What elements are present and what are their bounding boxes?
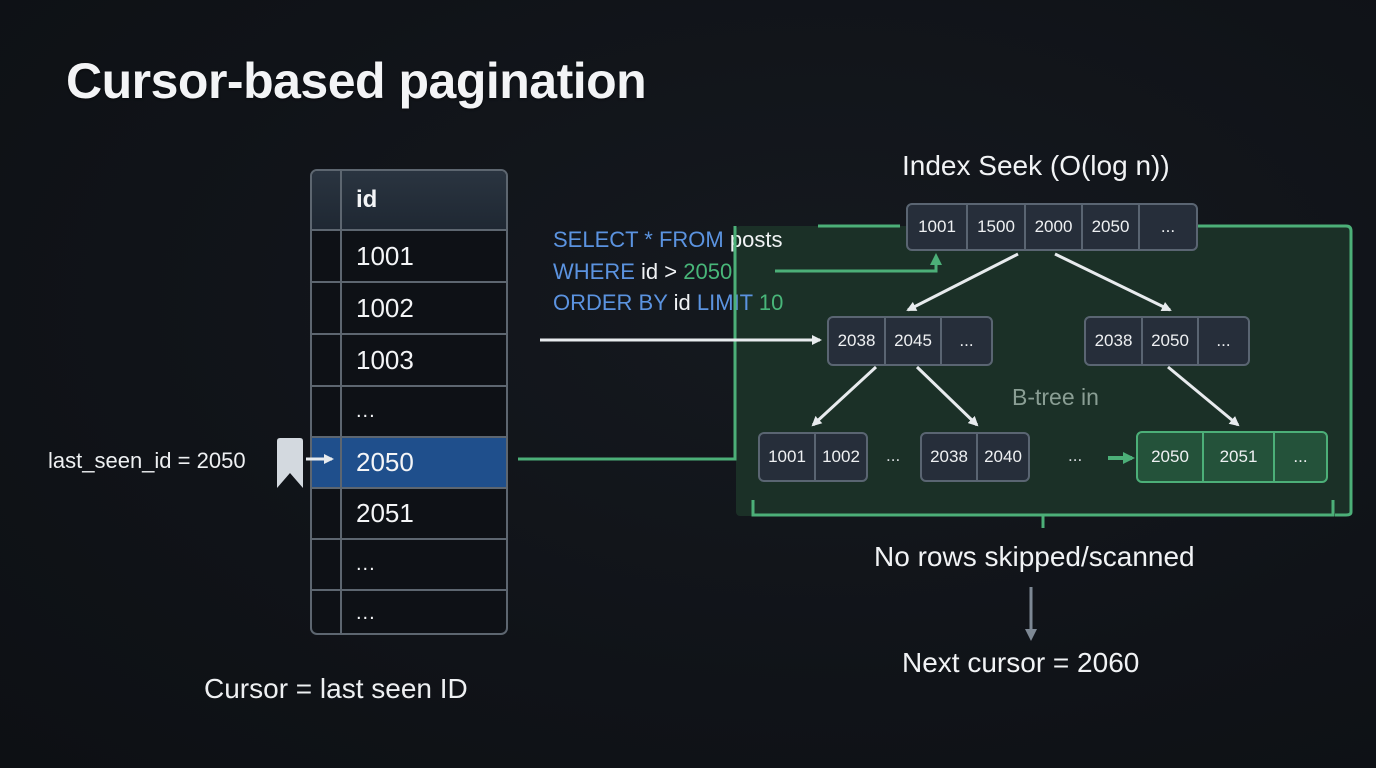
cell-id: ... — [356, 400, 376, 422]
page-title: Cursor-based pagination — [66, 53, 647, 109]
tree-edge — [1054, 252, 1172, 312]
cell-id: 1003 — [356, 344, 414, 375]
node-key: 1001 — [918, 217, 956, 236]
region-left-connector — [518, 226, 737, 461]
node-key: 2051 — [1202, 433, 1273, 481]
tree-edge — [811, 365, 878, 427]
node-key: 2050 — [1081, 205, 1138, 249]
tree-edge — [915, 365, 979, 427]
table-row: 1001 — [312, 229, 506, 281]
cell-id: ... — [356, 553, 376, 575]
btree-leaf-node: 2038 2040 — [920, 432, 1030, 482]
id-table: id 1001 1002 1003 ... 2050 2051 ... ... — [310, 169, 508, 635]
sql-line-1: SELECT * FROM posts — [553, 227, 783, 252]
node-key: 2000 — [1024, 205, 1081, 249]
btree-label: B-tree in — [1012, 384, 1099, 410]
sql-line-3: ORDER BY id LIMIT 10 — [553, 290, 784, 315]
node-key: 2040 — [976, 434, 1028, 480]
node-key: 2050 — [1151, 447, 1189, 466]
node-key: 2045 — [884, 318, 940, 364]
btree-mid-right-node: 2038 2050 ... — [1084, 316, 1250, 366]
node-key: 2038 — [930, 447, 968, 466]
node-key: 1500 — [966, 205, 1024, 249]
node-key: ... — [1273, 433, 1326, 481]
tree-edge — [1167, 365, 1240, 427]
btree-target-leaf-node: 2050 2051 ... — [1136, 431, 1328, 483]
cell-id: 1002 — [356, 292, 414, 323]
table-row: 2051 — [312, 487, 506, 538]
bottom-bracket — [751, 500, 1335, 528]
node-key: ... — [940, 318, 991, 364]
node-key: 1001 — [768, 447, 806, 466]
node-key: 2050 — [1141, 318, 1197, 364]
btree-mid-left-node: 2038 2045 ... — [827, 316, 993, 366]
table-row: 1003 — [312, 333, 506, 385]
leaf-gap-dots: ... — [886, 446, 901, 465]
cell-id: ... — [356, 601, 376, 624]
node-key: ... — [1197, 318, 1248, 364]
no-rows-label: No rows skipped/scanned — [874, 541, 1195, 572]
table-row: 1002 — [312, 281, 506, 333]
table-row: ... — [312, 385, 506, 436]
node-key: ... — [1138, 205, 1196, 249]
cursor-caption: Cursor = last seen ID — [204, 673, 468, 704]
btree-root-node: 1001 1500 2000 2050 ... — [906, 203, 1198, 251]
cursor-label: last_seen_id = 2050 — [48, 448, 246, 473]
btree-leaf-node: 1001 1002 — [758, 432, 868, 482]
cell-id: 2051 — [356, 498, 414, 528]
table-header: id — [312, 171, 506, 229]
tree-edge — [906, 252, 1019, 312]
leaf-gap-dots: ... — [1068, 446, 1083, 465]
cell-id: 2050 — [356, 447, 414, 477]
sql-query: SELECT * FROM posts WHERE id > 2050 ORDE… — [553, 224, 783, 319]
table-row-highlighted: 2050 — [312, 436, 506, 487]
bookmark-icon — [277, 438, 303, 488]
table-row: ... — [312, 589, 506, 633]
table-row: ... — [312, 538, 506, 589]
node-key: 1002 — [814, 434, 866, 480]
sql-to-root-arrow — [775, 253, 942, 273]
index-seek-label: Index Seek (O(log n)) — [902, 150, 1170, 181]
column-header-id: id — [356, 186, 378, 213]
sql-line-2: WHERE id > 2050 — [553, 258, 733, 284]
node-key: 2038 — [837, 331, 876, 350]
next-cursor-label: Next cursor = 2060 — [902, 647, 1140, 678]
node-key: 2038 — [1094, 331, 1133, 350]
cell-id: 1001 — [356, 240, 414, 271]
region-outline — [818, 224, 1353, 517]
